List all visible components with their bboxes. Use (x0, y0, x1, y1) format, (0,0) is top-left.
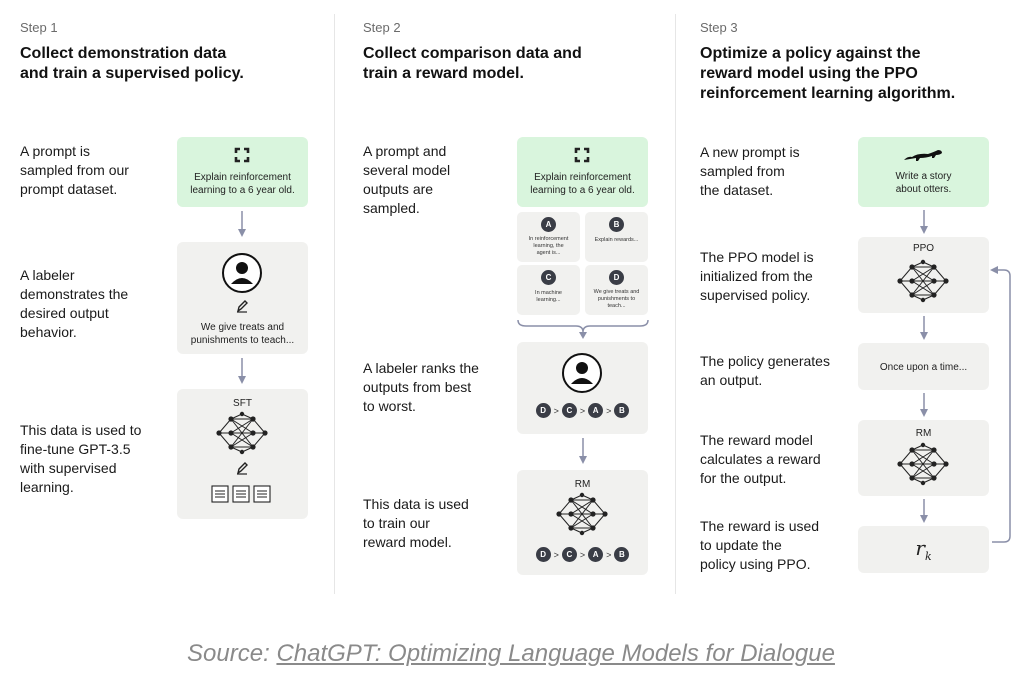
outputs-bracket (517, 319, 649, 339)
output-card-b: B Explain rewards... (585, 212, 648, 262)
ranking-row: D> C> A> B (517, 403, 648, 418)
pencil-icon (236, 462, 248, 475)
step3-rm-card: RM (858, 420, 989, 496)
column-divider-2 (675, 14, 676, 594)
output-badge-b: B (609, 217, 624, 232)
step2-label: Step 2 (363, 20, 401, 35)
pencil-icon (236, 300, 248, 313)
source-link[interactable]: ChatGPT: Optimizing Language Models for … (276, 640, 835, 667)
rm-label: RM (915, 428, 932, 439)
step2-title: Collect comparison data and train a rewa… (363, 45, 582, 82)
otter-icon (904, 150, 942, 161)
source-caption: Source: ChatGPT: Optimizing Language Mod… (187, 640, 835, 667)
sft-label: SFT (233, 398, 252, 409)
neural-network-icon (216, 411, 268, 455)
step3-arrow-1 (920, 210, 928, 234)
step1-sft-card: SFT (177, 389, 308, 519)
output-badge-c: C (541, 270, 556, 285)
loop-icon (234, 147, 250, 163)
loop-icon (574, 147, 590, 163)
step3-ppo-card: PPO (858, 237, 989, 313)
step3-arrow-4 (920, 499, 928, 523)
step3-arrow-3 (920, 393, 928, 417)
policy-output-text: Once upon a time... (879, 362, 968, 373)
step2-ranking-card: D> C> A> B (517, 342, 648, 434)
step3-output-card: Once upon a time... (858, 343, 989, 390)
reward-symbol: rk (915, 536, 932, 563)
rm-label: RM (574, 479, 591, 490)
step2-rm-card: RM D> C> A> B (517, 470, 648, 575)
neural-network-icon (897, 442, 949, 486)
output-badge-d: D (609, 270, 624, 285)
step2-arrow (579, 438, 587, 464)
step3-label: Step 3 (700, 20, 738, 35)
person-icon (222, 253, 262, 293)
step1-label: Step 1 (20, 20, 58, 35)
person-icon (562, 353, 602, 393)
column-divider-1 (334, 14, 335, 594)
step1-arrow-2 (238, 358, 246, 384)
ppo-update-loop-arrow (990, 266, 1011, 543)
step1-title: Collect demonstration data and train a s… (20, 45, 244, 82)
step3-arrow-2 (920, 316, 928, 340)
neural-network-icon (897, 259, 949, 303)
step3-title: Optimize a policy against the reward mod… (700, 45, 956, 102)
documents-icon (211, 485, 271, 503)
output-badge-a: A (541, 217, 556, 232)
step3-reward-card: rk (858, 526, 989, 573)
neural-network-icon (556, 492, 608, 536)
step1-arrow-1 (238, 211, 246, 237)
ppo-label: PPO (912, 243, 935, 254)
rm-ranking-row: D> C> A> B (517, 547, 648, 562)
